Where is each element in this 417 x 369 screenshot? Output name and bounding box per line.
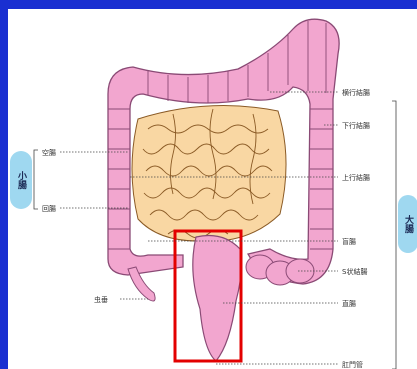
label-appendix: 虫垂 (94, 295, 108, 304)
diagram-frame: 小腸 大腸 空腸 回腸 虫垂 横行結腸 下行結腸 上行結腸 盲腸 S状結腸 直腸… (8, 9, 417, 369)
rectum (193, 236, 242, 362)
large-intestine-bracket (392, 101, 396, 369)
label-transverse-colon: 横行結腸 (342, 88, 370, 97)
label-jejunum: 空腸 (42, 148, 56, 157)
label-anal-canal: 肛門管 (342, 360, 363, 369)
small-intestine-group-label: 小腸 (16, 170, 28, 190)
label-descending-colon: 下行結腸 (342, 121, 370, 130)
label-ascending-colon: 上行結腸 (342, 173, 370, 182)
label-sigmoid-colon: S状結腸 (342, 267, 367, 276)
small-intestine (132, 106, 286, 242)
intestine-diagram: 小腸 大腸 空腸 回腸 虫垂 横行結腸 下行結腸 上行結腸 盲腸 S状結腸 直腸… (8, 9, 417, 369)
small-intestine-bracket (34, 150, 38, 209)
large-intestine-group-label: 大腸 (403, 214, 414, 234)
label-cecum: 盲腸 (342, 237, 356, 246)
label-ileum: 回腸 (42, 205, 56, 213)
label-rectum: 直腸 (342, 299, 356, 308)
